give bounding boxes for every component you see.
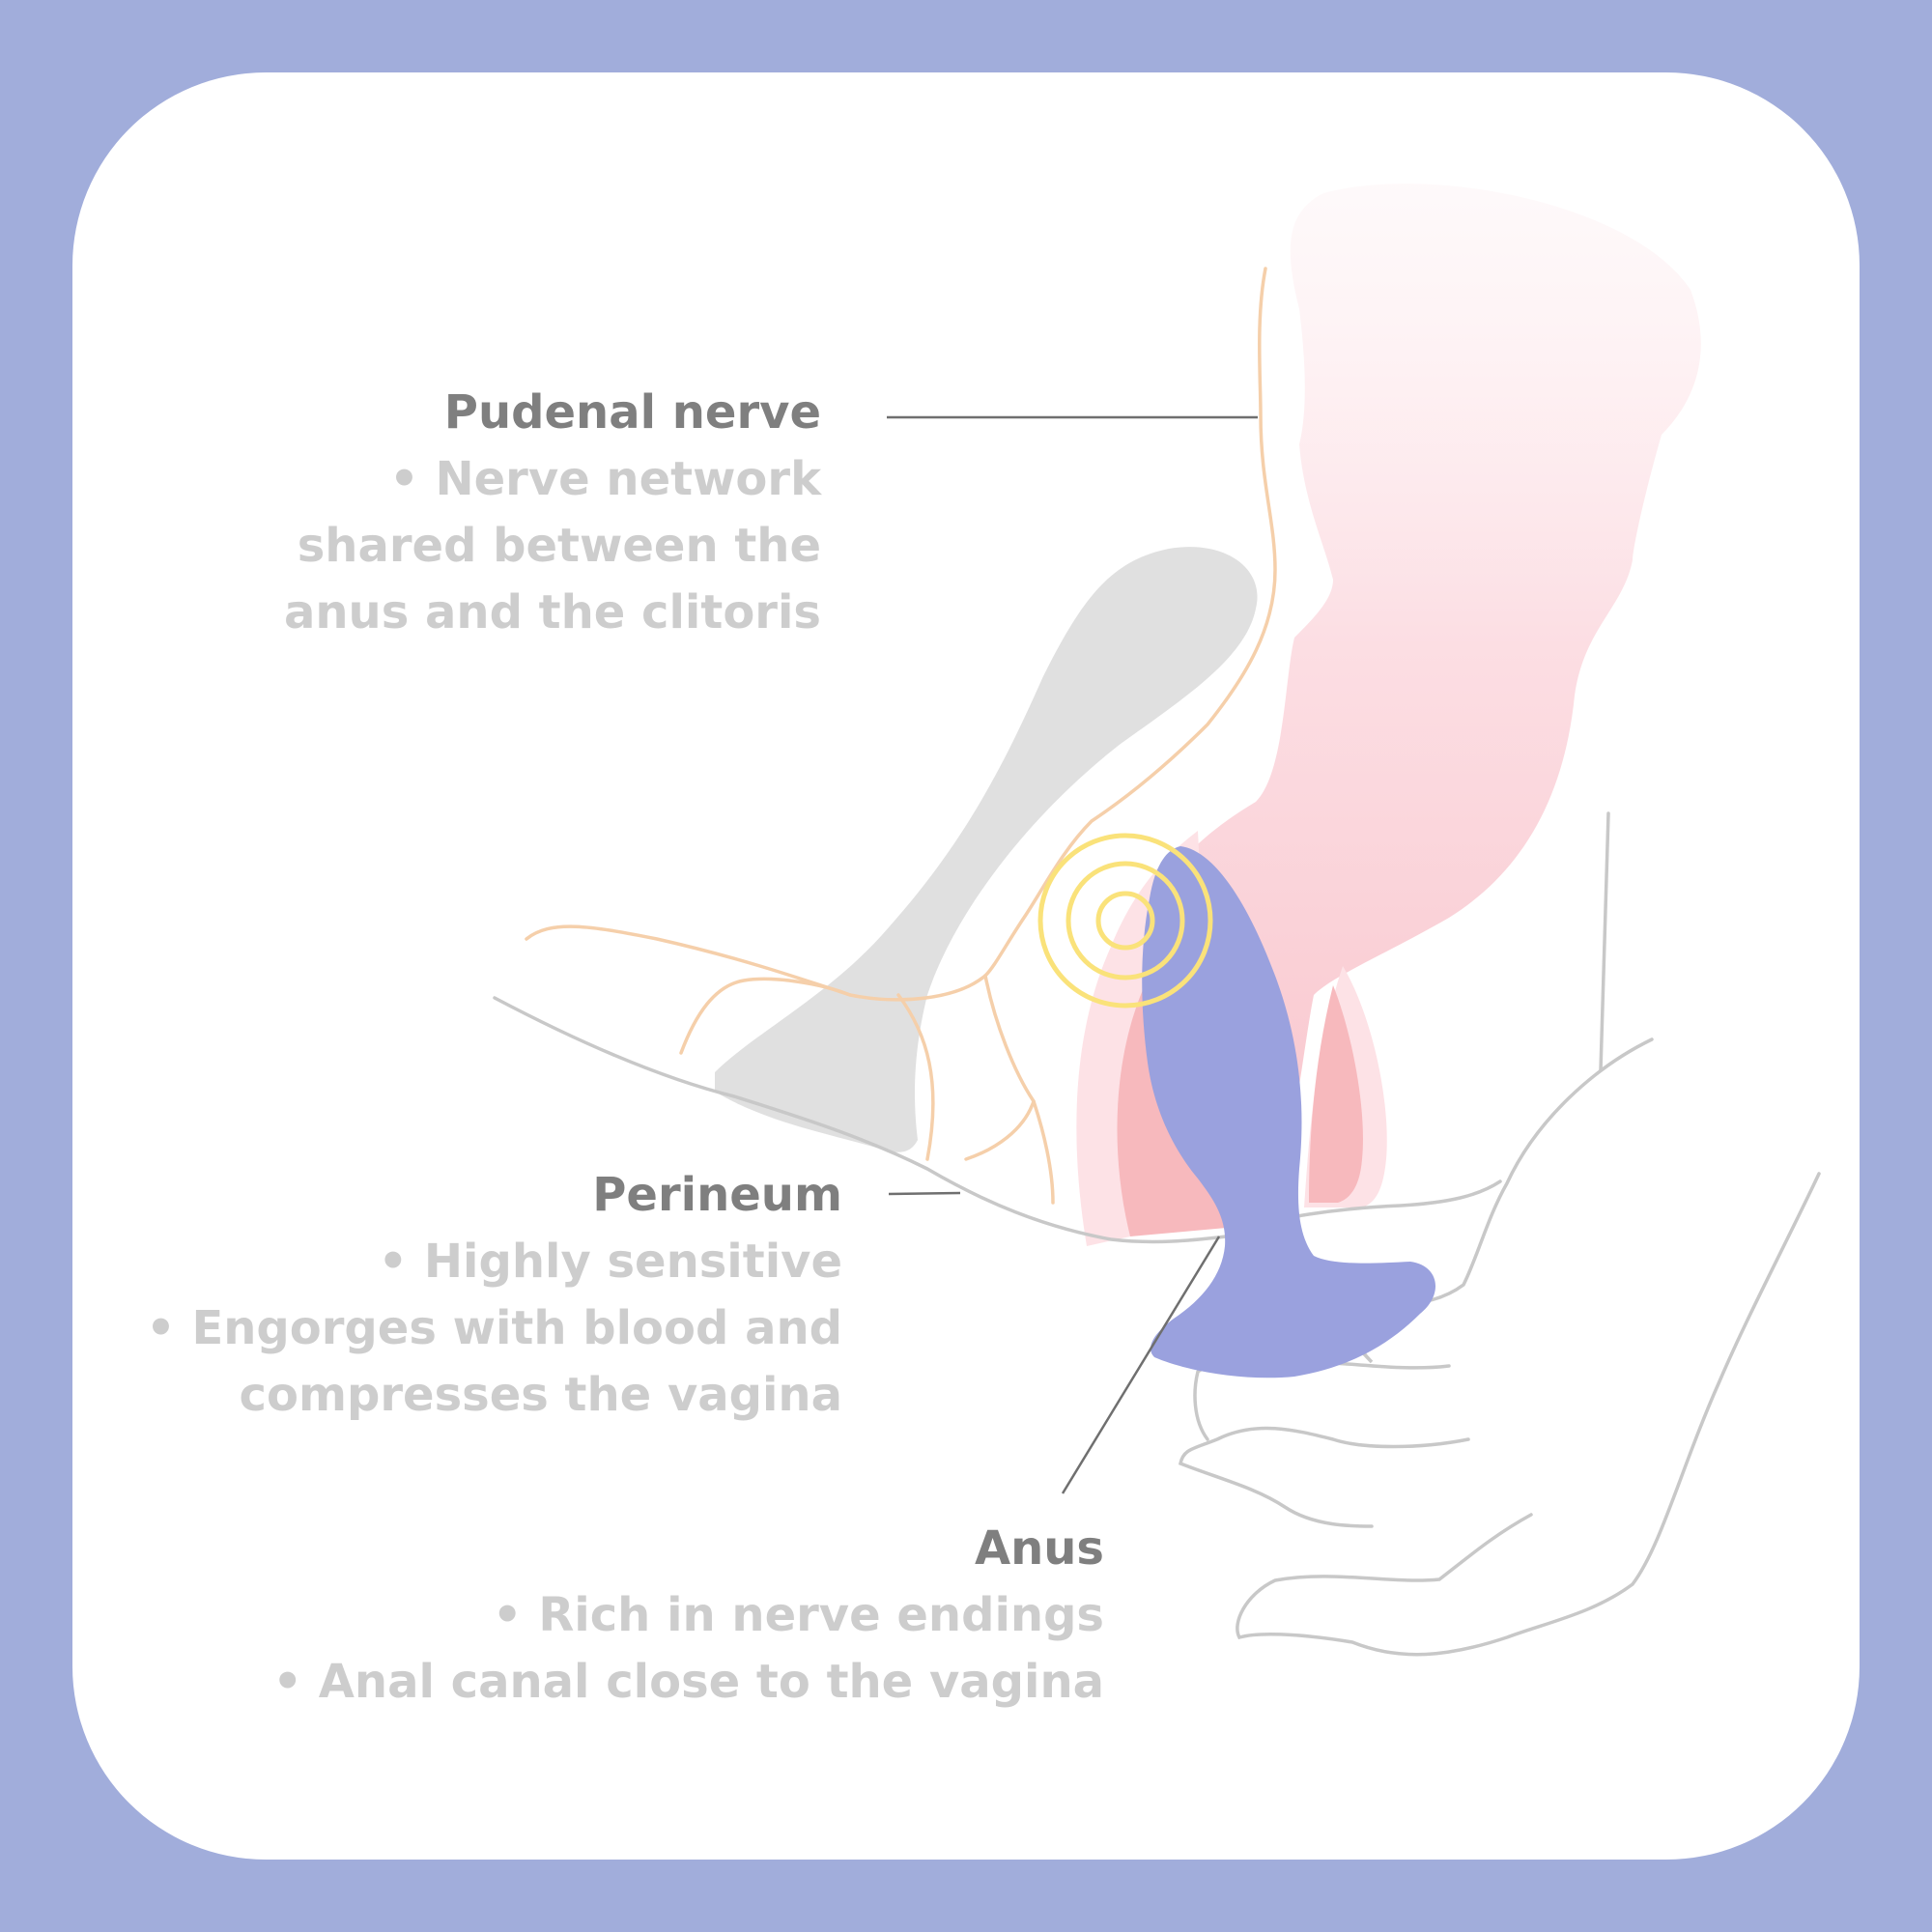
pudenal-nerve-line-1: • Nerve network bbox=[389, 452, 821, 506]
anus-title: Anus bbox=[974, 1521, 1104, 1576]
perineum-line-2: • Engorges with blood and bbox=[146, 1301, 842, 1355]
perineum-leader-line bbox=[888, 1191, 961, 1196]
anal-plug bbox=[1142, 846, 1436, 1378]
vibration-rings-icon bbox=[1037, 833, 1213, 1009]
anus-line-2: • Anal canal close to the vagina bbox=[272, 1655, 1104, 1709]
pudenal-nerve-line-3: anus and the clitoris bbox=[283, 585, 821, 639]
leader-lines bbox=[887, 415, 1258, 1494]
perineum-line-1: • Highly sensitive bbox=[378, 1235, 842, 1289]
anus-label: Anus • Rich in nerve endings • Anal cana… bbox=[272, 1515, 1104, 1716]
pudenal-nerve-title: Pudenal nerve bbox=[443, 385, 821, 440]
perineum-title: Perineum bbox=[592, 1168, 842, 1222]
perineum-label: Perineum • Highly sensitive • Engorges w… bbox=[146, 1161, 842, 1429]
anus-leader-line bbox=[1061, 1236, 1221, 1494]
clitoris-shape bbox=[715, 547, 1258, 1152]
pudenal-nerve bbox=[525, 267, 1277, 1205]
perineum-line-3: compresses the vagina bbox=[239, 1368, 842, 1422]
pudenal-nerve-line-2: shared between the bbox=[297, 519, 821, 573]
anus-line-1: • Rich in nerve endings bbox=[492, 1588, 1104, 1642]
rectum-wall-right-inner bbox=[1309, 985, 1363, 1203]
pudenal-nerve-label: Pudenal nerve • Nerve network shared bet… bbox=[284, 379, 821, 646]
